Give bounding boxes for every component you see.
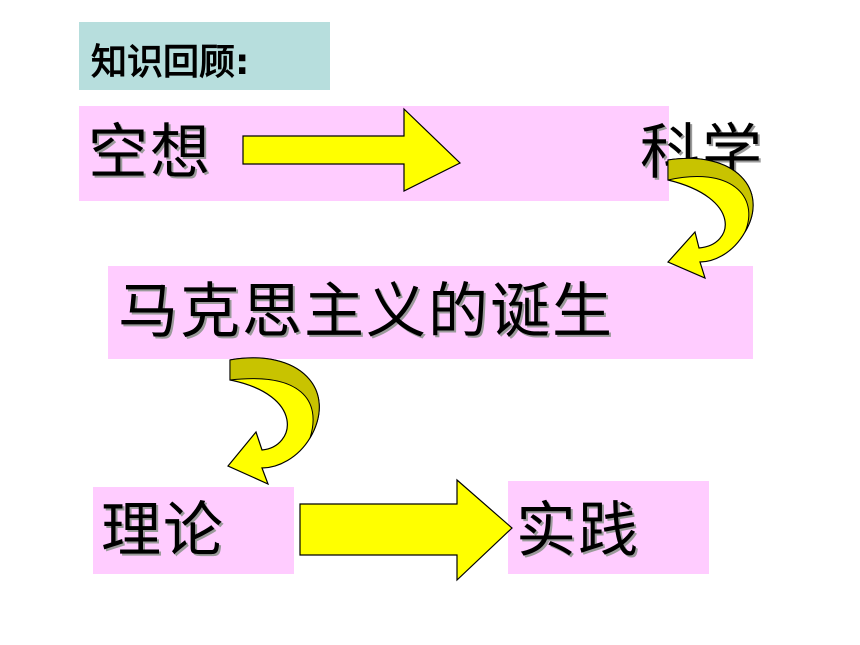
practice-box bbox=[508, 481, 709, 574]
right-arrow-2 bbox=[299, 478, 513, 582]
utopia-label: 空想 bbox=[88, 118, 212, 188]
theory-label: 理论 bbox=[101, 496, 225, 566]
curved-arrow-1 bbox=[666, 158, 754, 280]
right-arrow-1 bbox=[242, 107, 462, 192]
title-text: 知识回顾: bbox=[91, 42, 250, 83]
title-box: 知识回顾: bbox=[79, 22, 330, 90]
theory-box bbox=[93, 487, 294, 574]
marxism-birth-box bbox=[108, 266, 753, 359]
birth-label: 马克思主义的诞生 bbox=[118, 277, 614, 347]
practice-label: 实践 bbox=[516, 496, 640, 566]
curved-arrow-2 bbox=[227, 357, 320, 486]
